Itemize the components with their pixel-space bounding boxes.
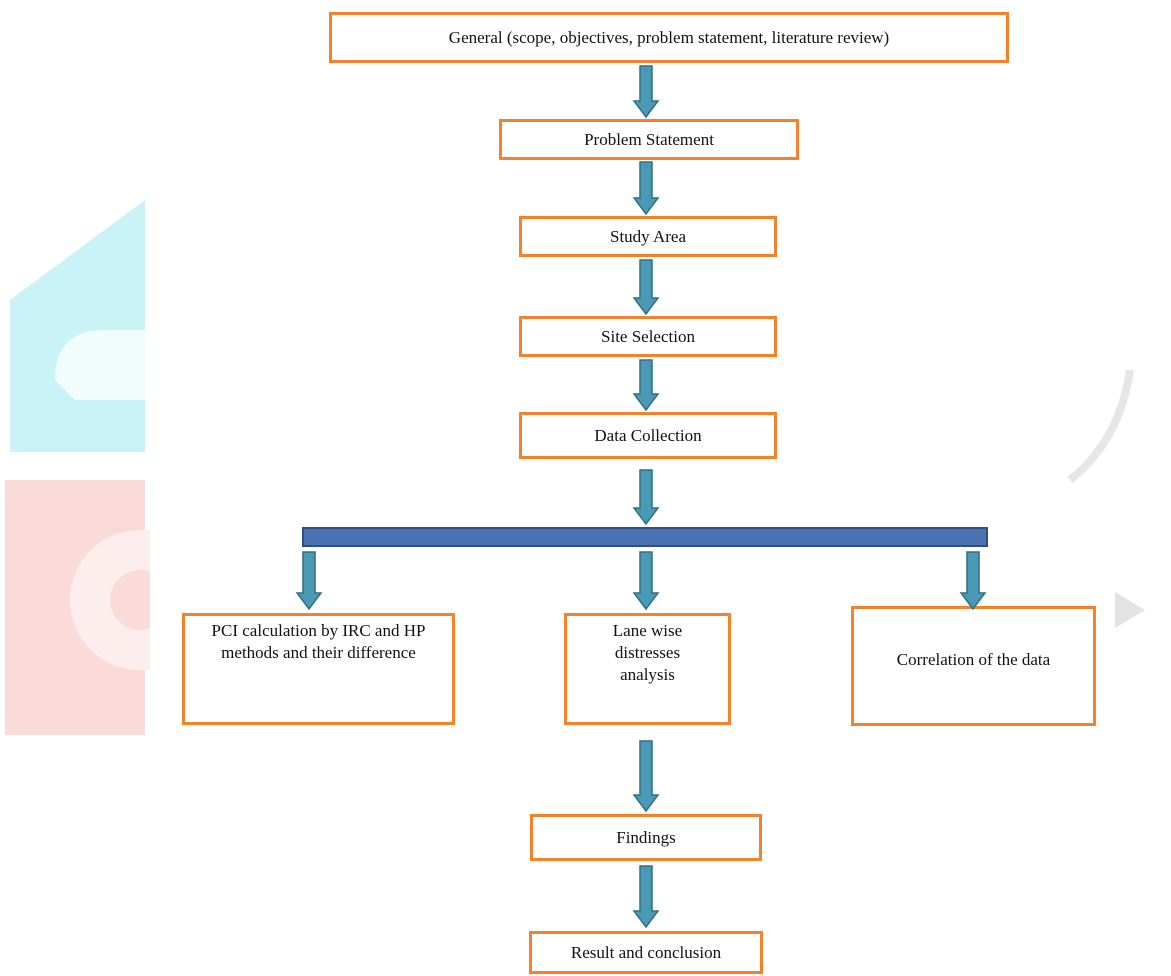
node-correlation: Correlation of the data [851,606,1096,726]
arrow-problem-to-study [632,161,660,216]
arrow-bar-to-pci [295,551,323,611]
arrow-lane-to-findings [632,740,660,813]
arrow-general-to-problem [632,65,660,119]
node-problem-statement: Problem Statement [499,119,799,160]
arrow-findings-to-result [632,865,660,929]
watermark-cyan-shape [10,200,145,452]
node-data-collection: Data Collection [519,412,777,459]
node-result: Result and conclusion [529,931,763,974]
node-findings: Findings [530,814,762,861]
node-site-selection: Site Selection [519,316,777,357]
node-lane-wise: Lane wise distresses analysis [564,613,731,725]
arrow-bar-to-lane [632,551,660,611]
watermark-grey-arc [1067,369,1145,628]
arrow-bar-to-correlation [959,551,987,611]
arrow-data-to-bar [632,469,660,526]
node-study-area: Study Area [519,216,777,257]
branch-bar [302,527,988,547]
arrow-site-to-data [632,359,660,412]
node-pci-calculation: PCI calculation by IRC and HP methods an… [182,613,455,725]
node-general: General (scope, objectives, problem stat… [329,12,1009,63]
watermark-pink-gear-shape [5,480,150,735]
arrow-study-to-site [632,259,660,316]
